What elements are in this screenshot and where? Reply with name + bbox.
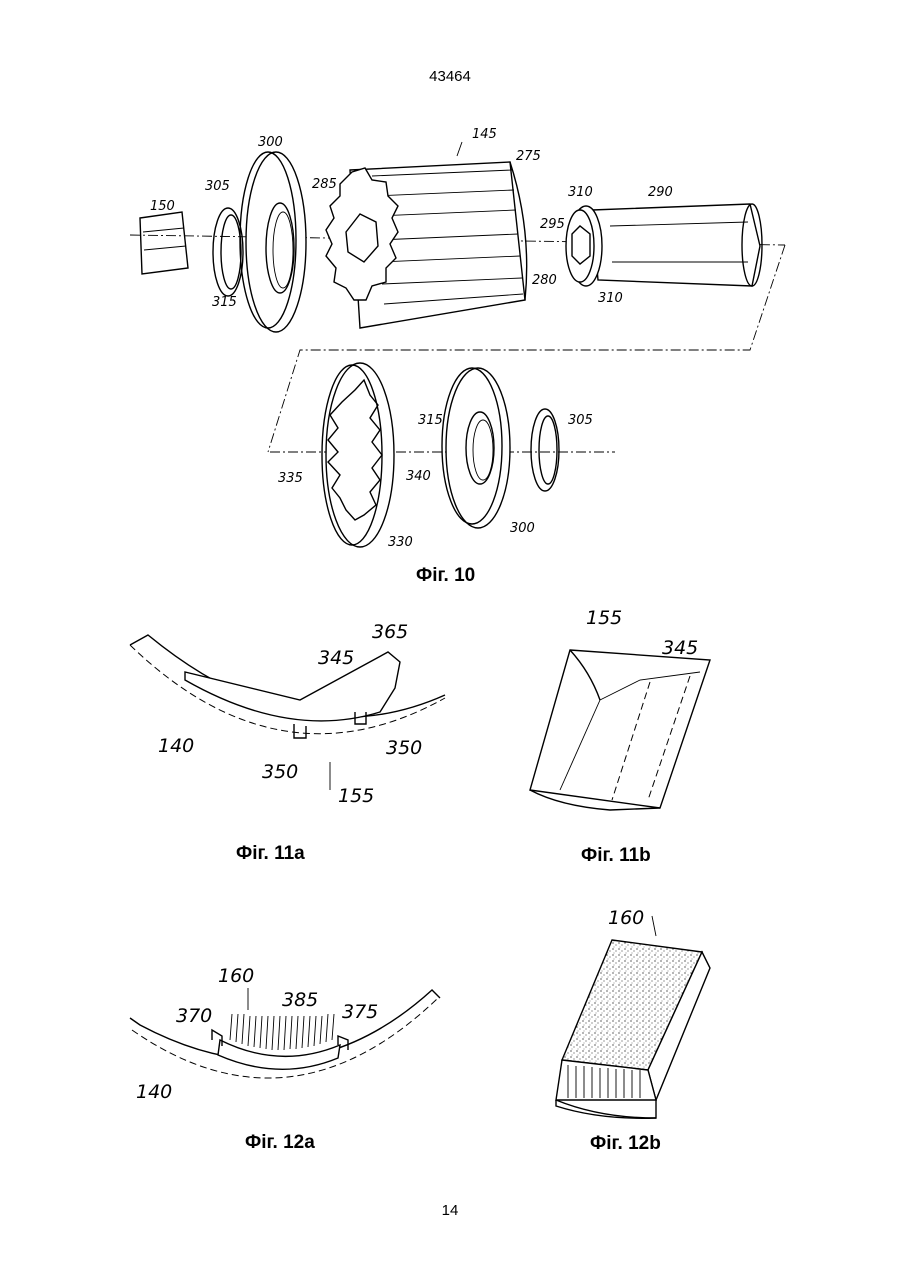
label-315-bottom: 315	[418, 413, 443, 428]
label-300: 300	[258, 135, 283, 150]
label-385: 385	[282, 989, 318, 1011]
label-160-b: 160	[608, 907, 644, 929]
label-155: 155	[338, 785, 374, 807]
label-340: 340	[406, 469, 431, 484]
toothed-disk-330	[322, 363, 394, 547]
label-350-right: 350	[386, 737, 422, 759]
label-335: 335	[278, 471, 303, 486]
label-365: 365	[372, 621, 408, 643]
label-300-bottom: 300	[510, 521, 535, 536]
label-370: 370	[176, 1005, 212, 1027]
sleeve-290	[566, 204, 762, 286]
end-disk-300	[240, 152, 306, 332]
end-disk-300-lower	[442, 368, 510, 528]
caption-fig-11b: Фіг. 11b	[581, 845, 651, 867]
rotor-145	[326, 162, 527, 328]
label-315-top: 315	[212, 295, 237, 310]
label-275: 275	[516, 149, 541, 164]
label-310-bottom: 310	[598, 291, 623, 306]
label-295: 295	[540, 217, 565, 232]
figure-11a-drawing: 365 345 140 350 350 155	[130, 621, 445, 807]
label-345: 345	[318, 647, 354, 669]
page-number: 14	[0, 1202, 900, 1219]
caption-fig-11a: Фіг. 11a	[236, 843, 305, 865]
figure-12b-drawing: 160	[556, 907, 710, 1118]
caption-fig-12a: Фіг. 12a	[245, 1132, 315, 1154]
label-305-bottom: 305	[568, 413, 593, 428]
label-290: 290	[648, 185, 673, 200]
label-330: 330	[388, 535, 413, 550]
retaining-ring-305-lower	[531, 409, 559, 491]
label-375: 375	[342, 1001, 378, 1023]
label-155-b: 155	[586, 607, 622, 629]
caption-fig-12b: Фіг. 12b	[590, 1133, 661, 1155]
label-305: 305	[205, 179, 230, 194]
label-145: 145	[472, 127, 497, 142]
label-140: 140	[158, 735, 194, 757]
label-285: 285	[312, 177, 337, 192]
figure-10-drawing: 145 275 300 305 150 285 310 290 295 280 …	[130, 127, 785, 550]
shaft-150	[140, 212, 188, 274]
figure-11b-drawing: 155 345	[530, 607, 710, 810]
bristles-385	[230, 1014, 334, 1050]
retaining-ring-305	[213, 208, 243, 296]
label-140-12a: 140	[136, 1081, 172, 1103]
label-160: 160	[218, 965, 254, 987]
label-150: 150	[150, 199, 175, 214]
label-310-top: 310	[568, 185, 593, 200]
figure-12a-drawing: 160 385 370 375 140	[130, 965, 440, 1103]
label-350-left: 350	[262, 761, 298, 783]
label-345-b: 345	[662, 637, 698, 659]
caption-fig-10: Фіг. 10	[416, 565, 475, 587]
label-280: 280	[532, 273, 557, 288]
